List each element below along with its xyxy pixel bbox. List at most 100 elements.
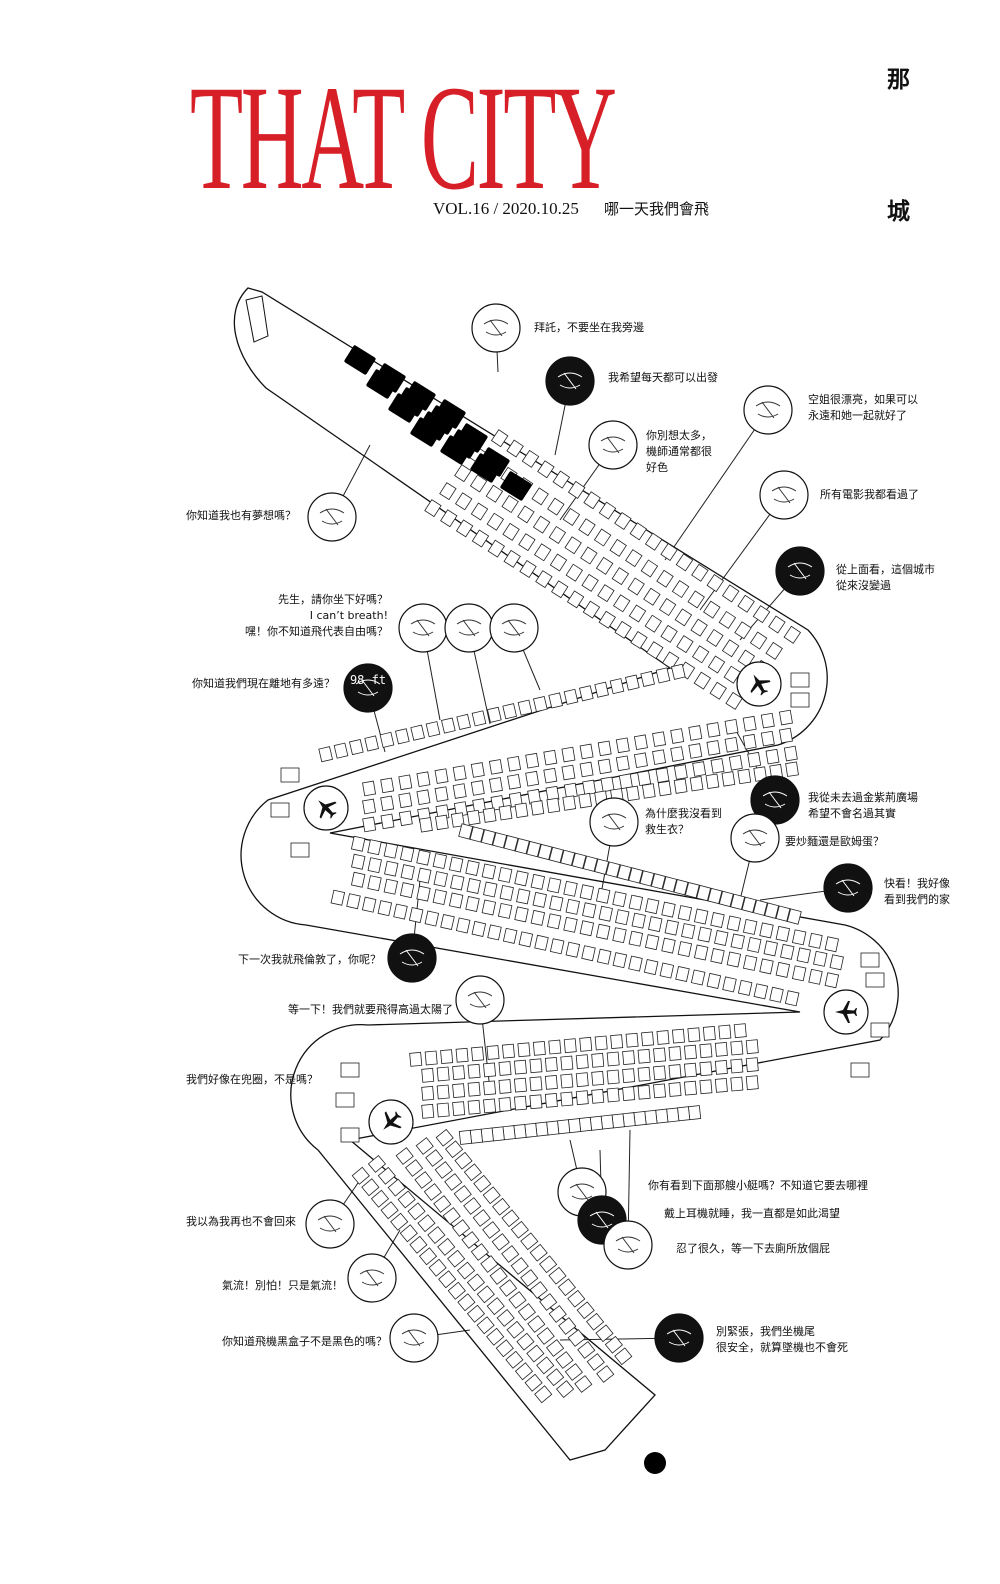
seat — [557, 1278, 576, 1297]
seat — [469, 1128, 483, 1144]
seat — [409, 1235, 428, 1254]
seat — [627, 577, 645, 596]
seat — [510, 1257, 529, 1275]
seat — [656, 1030, 670, 1045]
seat — [417, 867, 432, 884]
seat — [455, 492, 473, 511]
seat — [579, 1036, 593, 1052]
seat — [437, 1237, 456, 1256]
seat — [425, 1149, 444, 1167]
seat — [383, 878, 399, 895]
seat — [532, 891, 547, 908]
galley-box — [860, 952, 880, 968]
seat — [677, 1106, 691, 1122]
seat — [480, 1255, 499, 1273]
seat — [699, 1061, 713, 1077]
vertical-title-char-2: 城 — [887, 199, 910, 225]
seat — [537, 843, 553, 861]
seat — [534, 934, 549, 951]
seat — [489, 1267, 508, 1285]
passport-icon — [545, 356, 595, 406]
seat — [628, 604, 647, 623]
seat — [465, 860, 480, 876]
seat — [714, 1060, 728, 1075]
seat — [367, 875, 382, 892]
seat — [721, 584, 740, 603]
seat — [362, 780, 377, 797]
seat — [463, 1163, 482, 1182]
seat — [367, 1154, 387, 1173]
seat — [470, 780, 485, 796]
seat — [536, 1327, 555, 1345]
seat — [674, 608, 693, 627]
seat — [753, 983, 769, 1000]
seat — [506, 439, 524, 458]
seat — [516, 1332, 535, 1351]
turbulence-icon — [347, 1253, 397, 1303]
seat — [597, 758, 612, 775]
seat — [577, 1341, 596, 1359]
seat — [367, 857, 382, 874]
seat — [387, 1178, 406, 1197]
seat — [668, 1064, 682, 1079]
seat — [483, 1080, 497, 1096]
seat — [824, 936, 840, 953]
seat — [362, 798, 377, 815]
seat — [558, 1317, 577, 1335]
seat — [644, 614, 662, 633]
seat — [670, 728, 685, 744]
seat — [433, 871, 448, 888]
seat — [560, 849, 576, 867]
seat — [448, 892, 464, 909]
vignette-quote: 等一下！我們就要飛得高過太陽了 — [288, 1003, 453, 1016]
seat — [546, 1120, 560, 1136]
seat — [424, 910, 440, 927]
seat — [657, 780, 672, 797]
seat — [488, 777, 503, 793]
seat — [670, 746, 685, 762]
seat — [490, 429, 509, 448]
house-view-icon — [823, 863, 873, 913]
seat — [480, 1127, 494, 1143]
seat — [650, 873, 666, 890]
vignette-quote: 從上面看，這個城市 從來沒變過 — [836, 563, 935, 592]
seat — [829, 954, 844, 971]
seat — [450, 874, 465, 891]
seat — [393, 903, 408, 920]
seat — [492, 1197, 511, 1216]
seat — [440, 1049, 454, 1064]
seat — [433, 1195, 452, 1213]
seat — [614, 511, 632, 530]
seat — [609, 678, 625, 695]
stewardess-icon — [743, 385, 793, 435]
masthead-title: THAT CITY — [190, 55, 617, 221]
seat — [481, 863, 497, 880]
seat — [507, 773, 522, 790]
seat — [390, 1212, 409, 1231]
seat — [628, 894, 644, 911]
seat — [693, 908, 709, 925]
seat — [594, 858, 610, 875]
seat — [457, 1293, 476, 1312]
seat — [414, 1171, 433, 1189]
seat — [693, 671, 712, 690]
seat — [499, 884, 514, 901]
seat — [534, 1385, 553, 1404]
seat — [517, 1303, 536, 1321]
seat — [724, 718, 739, 735]
seat — [466, 809, 481, 826]
seat — [747, 751, 762, 768]
seat — [529, 1281, 548, 1299]
seat — [578, 1116, 593, 1132]
seat — [710, 758, 725, 774]
seat — [637, 1084, 651, 1100]
seat — [718, 890, 734, 908]
seat — [796, 947, 811, 964]
seat — [534, 543, 552, 562]
first-class-seat — [344, 345, 376, 375]
seat — [709, 681, 727, 700]
seat — [455, 1047, 469, 1063]
seat — [526, 840, 542, 858]
plane-direction-icon — [303, 785, 349, 831]
seat — [765, 748, 780, 765]
